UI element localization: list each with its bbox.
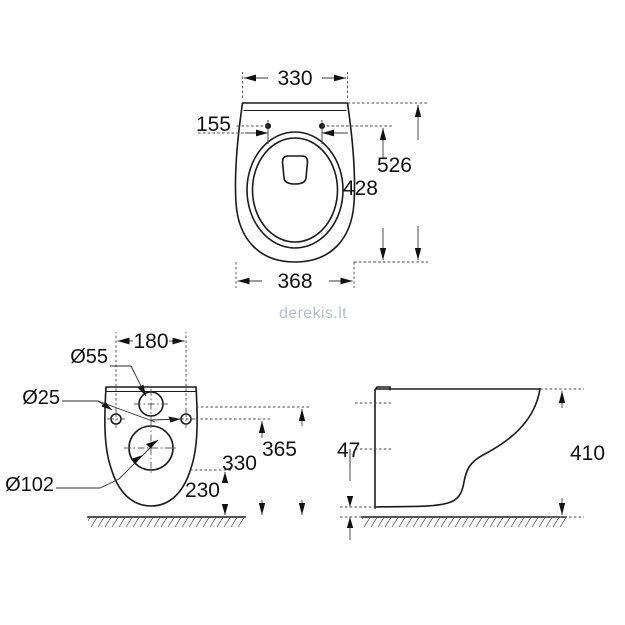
dim-label-155: 155 xyxy=(196,113,231,136)
callout-dia55: Ø55 xyxy=(70,346,147,397)
dim-label-365: 365 xyxy=(262,438,297,461)
dim-label-428: 428 xyxy=(343,177,378,200)
dim-side-410: 410 xyxy=(540,388,605,518)
dim-front-365: 365 xyxy=(196,406,310,515)
top-view-seat-outline xyxy=(234,102,356,263)
dim-label-368: 368 xyxy=(277,270,312,293)
dim-label-230: 230 xyxy=(185,479,220,502)
front-view-hole-dia55 xyxy=(134,389,168,419)
callout-label-dia102: Ø102 xyxy=(5,474,54,496)
top-view-flush-opening xyxy=(281,155,309,185)
side-view-floor xyxy=(361,516,567,527)
dim-label-330-top: 330 xyxy=(277,67,312,90)
callout-label-dia25: Ø25 xyxy=(22,387,60,409)
top-view-bowl-outer xyxy=(246,131,344,249)
dim-label-330-front: 330 xyxy=(222,452,257,475)
front-view: 180 Ø55 Ø25 Ø102 xyxy=(5,330,310,527)
dim-label-526: 526 xyxy=(377,154,412,177)
dim-top-526: 526 xyxy=(347,102,428,263)
front-view-hole-dia102 xyxy=(124,421,178,475)
side-view: 47 410 xyxy=(337,386,605,540)
side-view-profile xyxy=(374,388,541,508)
dim-label-410: 410 xyxy=(570,442,605,465)
dim-label-47: 47 xyxy=(337,439,360,462)
watermark: derekis.lt xyxy=(279,305,347,322)
dim-side-47: 47 xyxy=(337,439,378,540)
side-view-reference-ticks xyxy=(355,402,392,450)
dim-label-180: 180 xyxy=(133,330,168,353)
dim-top-330: 330 xyxy=(242,67,348,98)
callout-label-dia55: Ø55 xyxy=(70,346,108,368)
dim-front-180: 180 xyxy=(115,330,187,415)
front-view-floor xyxy=(87,516,246,527)
dim-top-428: 428 xyxy=(322,125,392,263)
callout-dia102: Ø102 xyxy=(5,439,159,496)
dim-top-368: 368 xyxy=(235,262,355,293)
callout-dia25: Ø25 xyxy=(22,387,182,423)
top-view-bowl-inner xyxy=(251,137,339,243)
front-view-body-outline xyxy=(104,386,198,507)
top-view: 330 155 368 xyxy=(196,67,428,293)
dim-front-230: 230 xyxy=(185,469,232,515)
dim-front-330: 330 xyxy=(186,418,270,515)
